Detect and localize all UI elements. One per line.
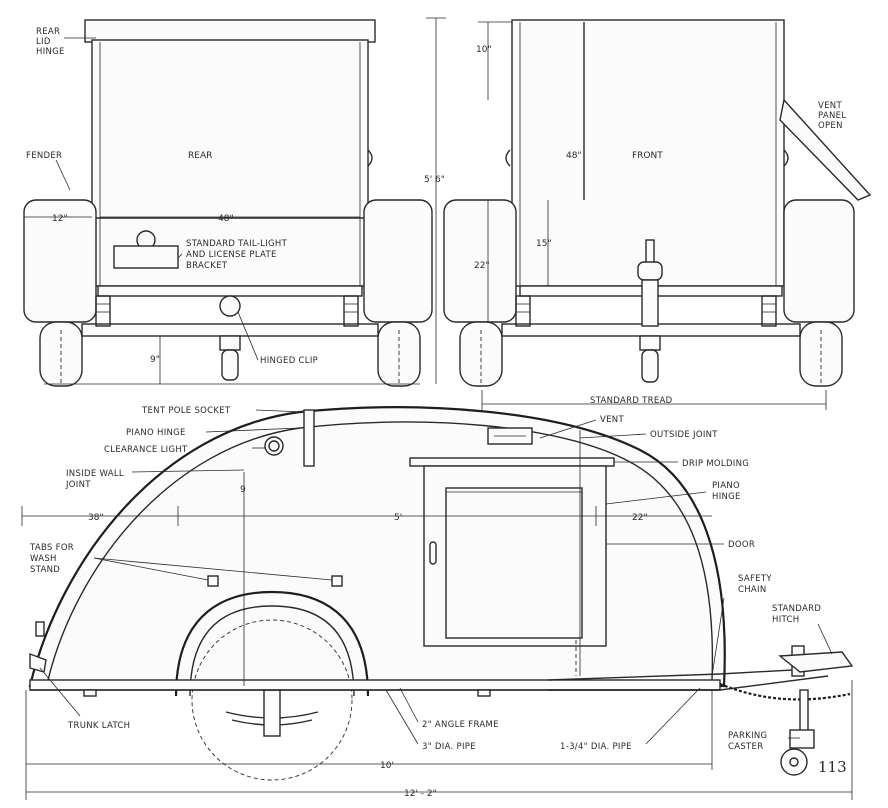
hinged-clip-label: HINGED CLIP [260,356,318,366]
rear-view-title: REAR [188,151,212,161]
inside-wall-joint-label-2: JOINT [65,480,91,490]
tent-pole-socket-label: TENT POLE SOCKET [141,406,231,416]
standard-hitch-label-1: STANDARD [772,604,821,614]
angle-frame-label: 2" ANGLE FRAME [422,720,499,730]
vent-panel-label-2: PANEL [818,111,846,121]
tail-light-label-1: STANDARD TAIL-LIGHT [186,239,288,249]
outside-joint-label: OUTSIDE JOINT [650,430,718,440]
dim-body-length: 10' [380,761,394,771]
labels: REAR FRONT REAR LID HINGE FENDER STANDAR… [26,27,847,799]
vent-panel-label-1: VENT [818,101,842,111]
dim-side-front: 22" [632,513,648,523]
dim-side-rear: 38" [88,513,104,523]
tail-light-label-2: AND LICENSE PLATE [186,250,277,260]
door-label: DOOR [728,540,755,550]
standard-hitch-label-2: HITCH [772,615,799,625]
tabs-label-2: WASH [30,554,57,564]
dim-rear-clearance: 9" [150,355,160,365]
parking-caster-label-2: CASTER [728,742,763,752]
pipe-3-label: 3" DIA. PIPE [422,742,476,752]
piano-hinge-side-label-2: HINGE [712,492,741,502]
dim-side-height: 9 [240,485,246,495]
tail-light-label-3: BRACKET [186,261,228,271]
standard-tread-label: STANDARD TREAD [590,396,673,406]
safety-chain-label-1: SAFETY [738,574,772,584]
piano-hinge-top-label: PIANO HINGE [126,428,186,438]
rear-lid-hinge-label-3: HINGE [36,47,65,57]
safety-chain-label-2: CHAIN [738,585,767,595]
inside-wall-joint-label-1: INSIDE WALL [66,469,124,479]
vent-panel-label-3: OPEN [818,121,843,131]
trunk-latch-label: TRUNK LATCH [67,721,130,731]
front-view [443,19,872,410]
drip-molding-label: DRIP MOLDING [682,459,749,469]
dim-overall-height: 5' 6" [424,175,445,185]
rear-lid-hinge-label-2: LID [36,37,51,47]
dim-rear-fender: 12" [52,214,68,224]
dim-rear-width: 48" [218,214,234,224]
vent-label: VENT [600,415,624,425]
clearance-light-label: CLEARANCE LIGHT [104,445,188,455]
rear-view [23,19,433,387]
dim-front-height: 48" [566,151,582,161]
pipe-134-label: 1-3/4" DIA. PIPE [560,742,632,752]
side-view [21,406,854,800]
dim-front-lower: 15" [536,239,552,249]
tabs-label-3: STAND [30,565,60,575]
dim-side-middle: 5' [394,513,402,523]
fender-label: FENDER [26,151,62,161]
dim-top-lid: 10" [476,45,492,55]
piano-hinge-side-label-1: PIANO [712,481,740,491]
tabs-label-1: TABS FOR [29,543,74,553]
front-view-title: FRONT [632,151,663,161]
rear-lid-hinge-label-1: REAR [36,27,60,37]
page-number: 113 [818,758,847,776]
dim-front-fender: 22" [474,261,490,271]
dim-overall-length: 12' - 2" [404,789,437,799]
parking-caster-label-1: PARKING [728,731,767,741]
